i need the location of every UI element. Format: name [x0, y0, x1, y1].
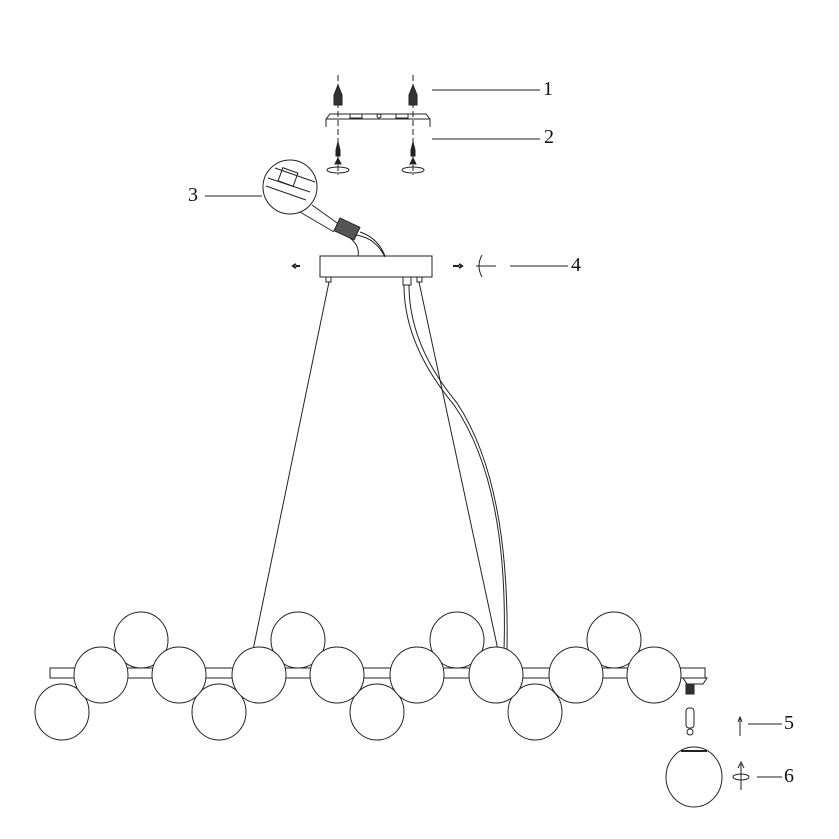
arm-bar [49, 667, 708, 695]
callout-4: 4 [571, 254, 581, 276]
globe [389, 646, 445, 704]
mounting-bracket [325, 113, 431, 127]
globe [270, 611, 326, 669]
install-arrows [732, 715, 750, 790]
loose-globe [665, 746, 723, 808]
wall-anchors [333, 75, 418, 175]
globe [191, 683, 247, 741]
callout-2: 2 [544, 126, 554, 148]
globe [151, 646, 207, 704]
screws [326, 141, 425, 174]
globe [73, 646, 129, 704]
callout-6: 6 [784, 765, 794, 787]
canopy [291, 254, 496, 286]
bulb [685, 707, 695, 736]
leader-lines [205, 89, 782, 778]
callout-1: 1 [543, 78, 553, 100]
globe [429, 611, 485, 669]
callout-5: 5 [784, 712, 794, 734]
globe [586, 611, 642, 669]
callout-3: 3 [188, 184, 198, 206]
globe [626, 646, 682, 704]
wire-connector-detail [262, 159, 386, 258]
suspension-cables [252, 281, 508, 651]
globe [113, 611, 169, 669]
globe [34, 683, 90, 741]
globe [507, 683, 563, 741]
globes [34, 611, 682, 741]
globe [349, 683, 405, 741]
globe [231, 646, 287, 704]
globe [548, 646, 604, 704]
globe [468, 646, 524, 704]
globe [309, 646, 365, 704]
